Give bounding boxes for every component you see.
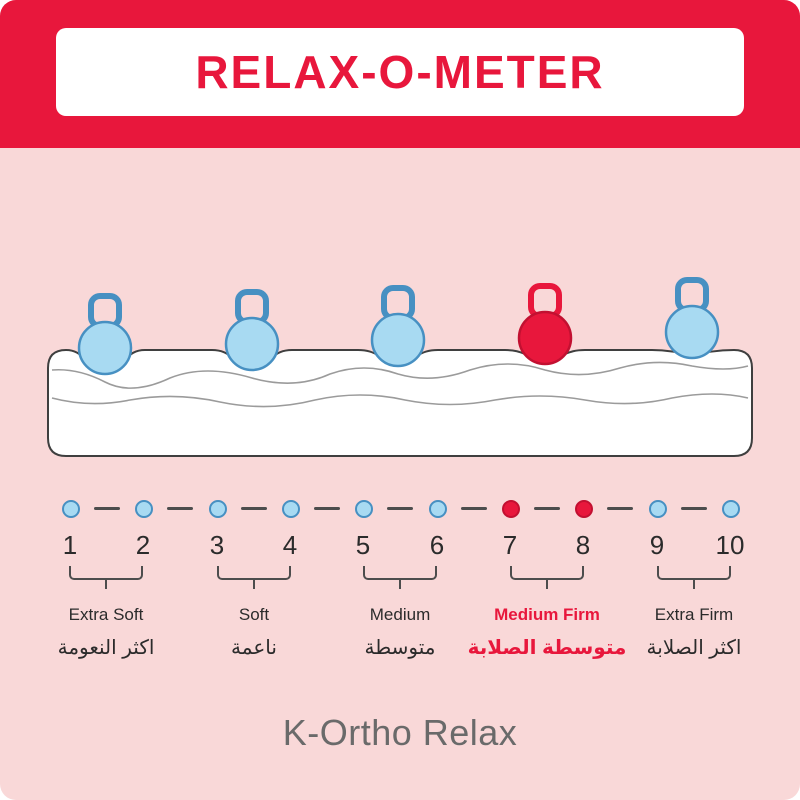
scale-dash [387, 507, 413, 510]
bracket-stem [546, 580, 548, 589]
page-title: RELAX-O-METER [195, 46, 605, 98]
scale-dot-9 [649, 500, 667, 518]
bracket [657, 566, 731, 580]
scale-dash [241, 507, 267, 510]
bracket [363, 566, 437, 580]
kettlebell-icon [77, 293, 133, 376]
header-band: RELAX-O-METER [0, 0, 800, 148]
scale-dot-6 [429, 500, 447, 518]
scale-dash [314, 507, 340, 510]
scale-dash [534, 507, 560, 510]
mattress-layer-line-bottom [51, 393, 749, 408]
scale-dot-2 [135, 500, 153, 518]
firmness-group-medium-firm: Medium Firm متوسطة الصلابة [462, 566, 632, 660]
bracket [217, 566, 291, 580]
kettlebell-icon [224, 289, 280, 372]
firmness-label-en: Soft [238, 605, 270, 624]
firmness-label-ar: متوسطة الصلابة [467, 637, 627, 659]
firmness-label-ar: اكثر الصلابة [646, 637, 742, 659]
bracket-stem [399, 580, 401, 589]
firmness-scale-track [62, 500, 740, 518]
scale-dot-8 [575, 500, 593, 518]
bracket [510, 566, 584, 580]
bracket-stem [253, 580, 255, 589]
scale-dash [167, 507, 193, 510]
scale-dot-7 [502, 500, 520, 518]
scale-dash [681, 507, 707, 510]
bracket-stem [105, 580, 107, 589]
mattress-layer-line-top [51, 361, 749, 389]
scale-number: 8 [575, 530, 591, 560]
firmness-group-medium: Medium متوسطة [315, 566, 485, 660]
product-name: K-Ortho Relax [282, 712, 518, 753]
firmness-groups: Extra Soft اكثر النعومة Soft ناعمة Mediu… [58, 566, 741, 696]
firmness-label-ar: متوسطة [364, 637, 436, 659]
scale-number: 1 [62, 530, 78, 560]
firmness-label-en: Medium [369, 605, 431, 624]
kettlebell-icon [517, 283, 573, 366]
scale-number: 6 [429, 530, 445, 560]
kettlebell-icon [664, 277, 720, 360]
scale-dash [607, 507, 633, 510]
scale-number: 3 [209, 530, 225, 560]
scale-dot-5 [355, 500, 373, 518]
title-box: RELAX-O-METER [56, 28, 744, 116]
firmness-group-extra-soft: Extra Soft اكثر النعومة [21, 566, 191, 660]
scale-dot-4 [282, 500, 300, 518]
kettlebell-icon [370, 285, 426, 368]
scale-number: 2 [135, 530, 151, 560]
firmness-group-soft: Soft ناعمة [169, 566, 339, 660]
firmness-label-en: Extra Soft [68, 605, 144, 624]
scale-dash [461, 507, 487, 510]
firmness-label-en: Extra Firm [654, 605, 734, 624]
scale-number: 4 [282, 530, 298, 560]
firmness-label-ar: ناعمة [231, 637, 277, 659]
scale-dash [94, 507, 120, 510]
scale-dot-1 [62, 500, 80, 518]
bracket-stem [693, 580, 695, 589]
firmness-label-ar: اكثر النعومة [57, 637, 155, 659]
scale-number: 7 [502, 530, 518, 560]
firmness-group-extra-firm: Extra Firm اكثر الصلابة [609, 566, 779, 660]
bracket [69, 566, 143, 580]
scale-dot-3 [209, 500, 227, 518]
scale-number: 9 [649, 530, 665, 560]
scale-numbers: 1 2 3 4 5 6 7 8 9 10 [63, 530, 745, 562]
scale-number: 10 [715, 530, 745, 560]
firmness-label-en: Medium Firm [494, 605, 600, 624]
scale-dot-10 [722, 500, 740, 518]
scale-number: 5 [355, 530, 371, 560]
mattress-illustration [47, 277, 753, 457]
